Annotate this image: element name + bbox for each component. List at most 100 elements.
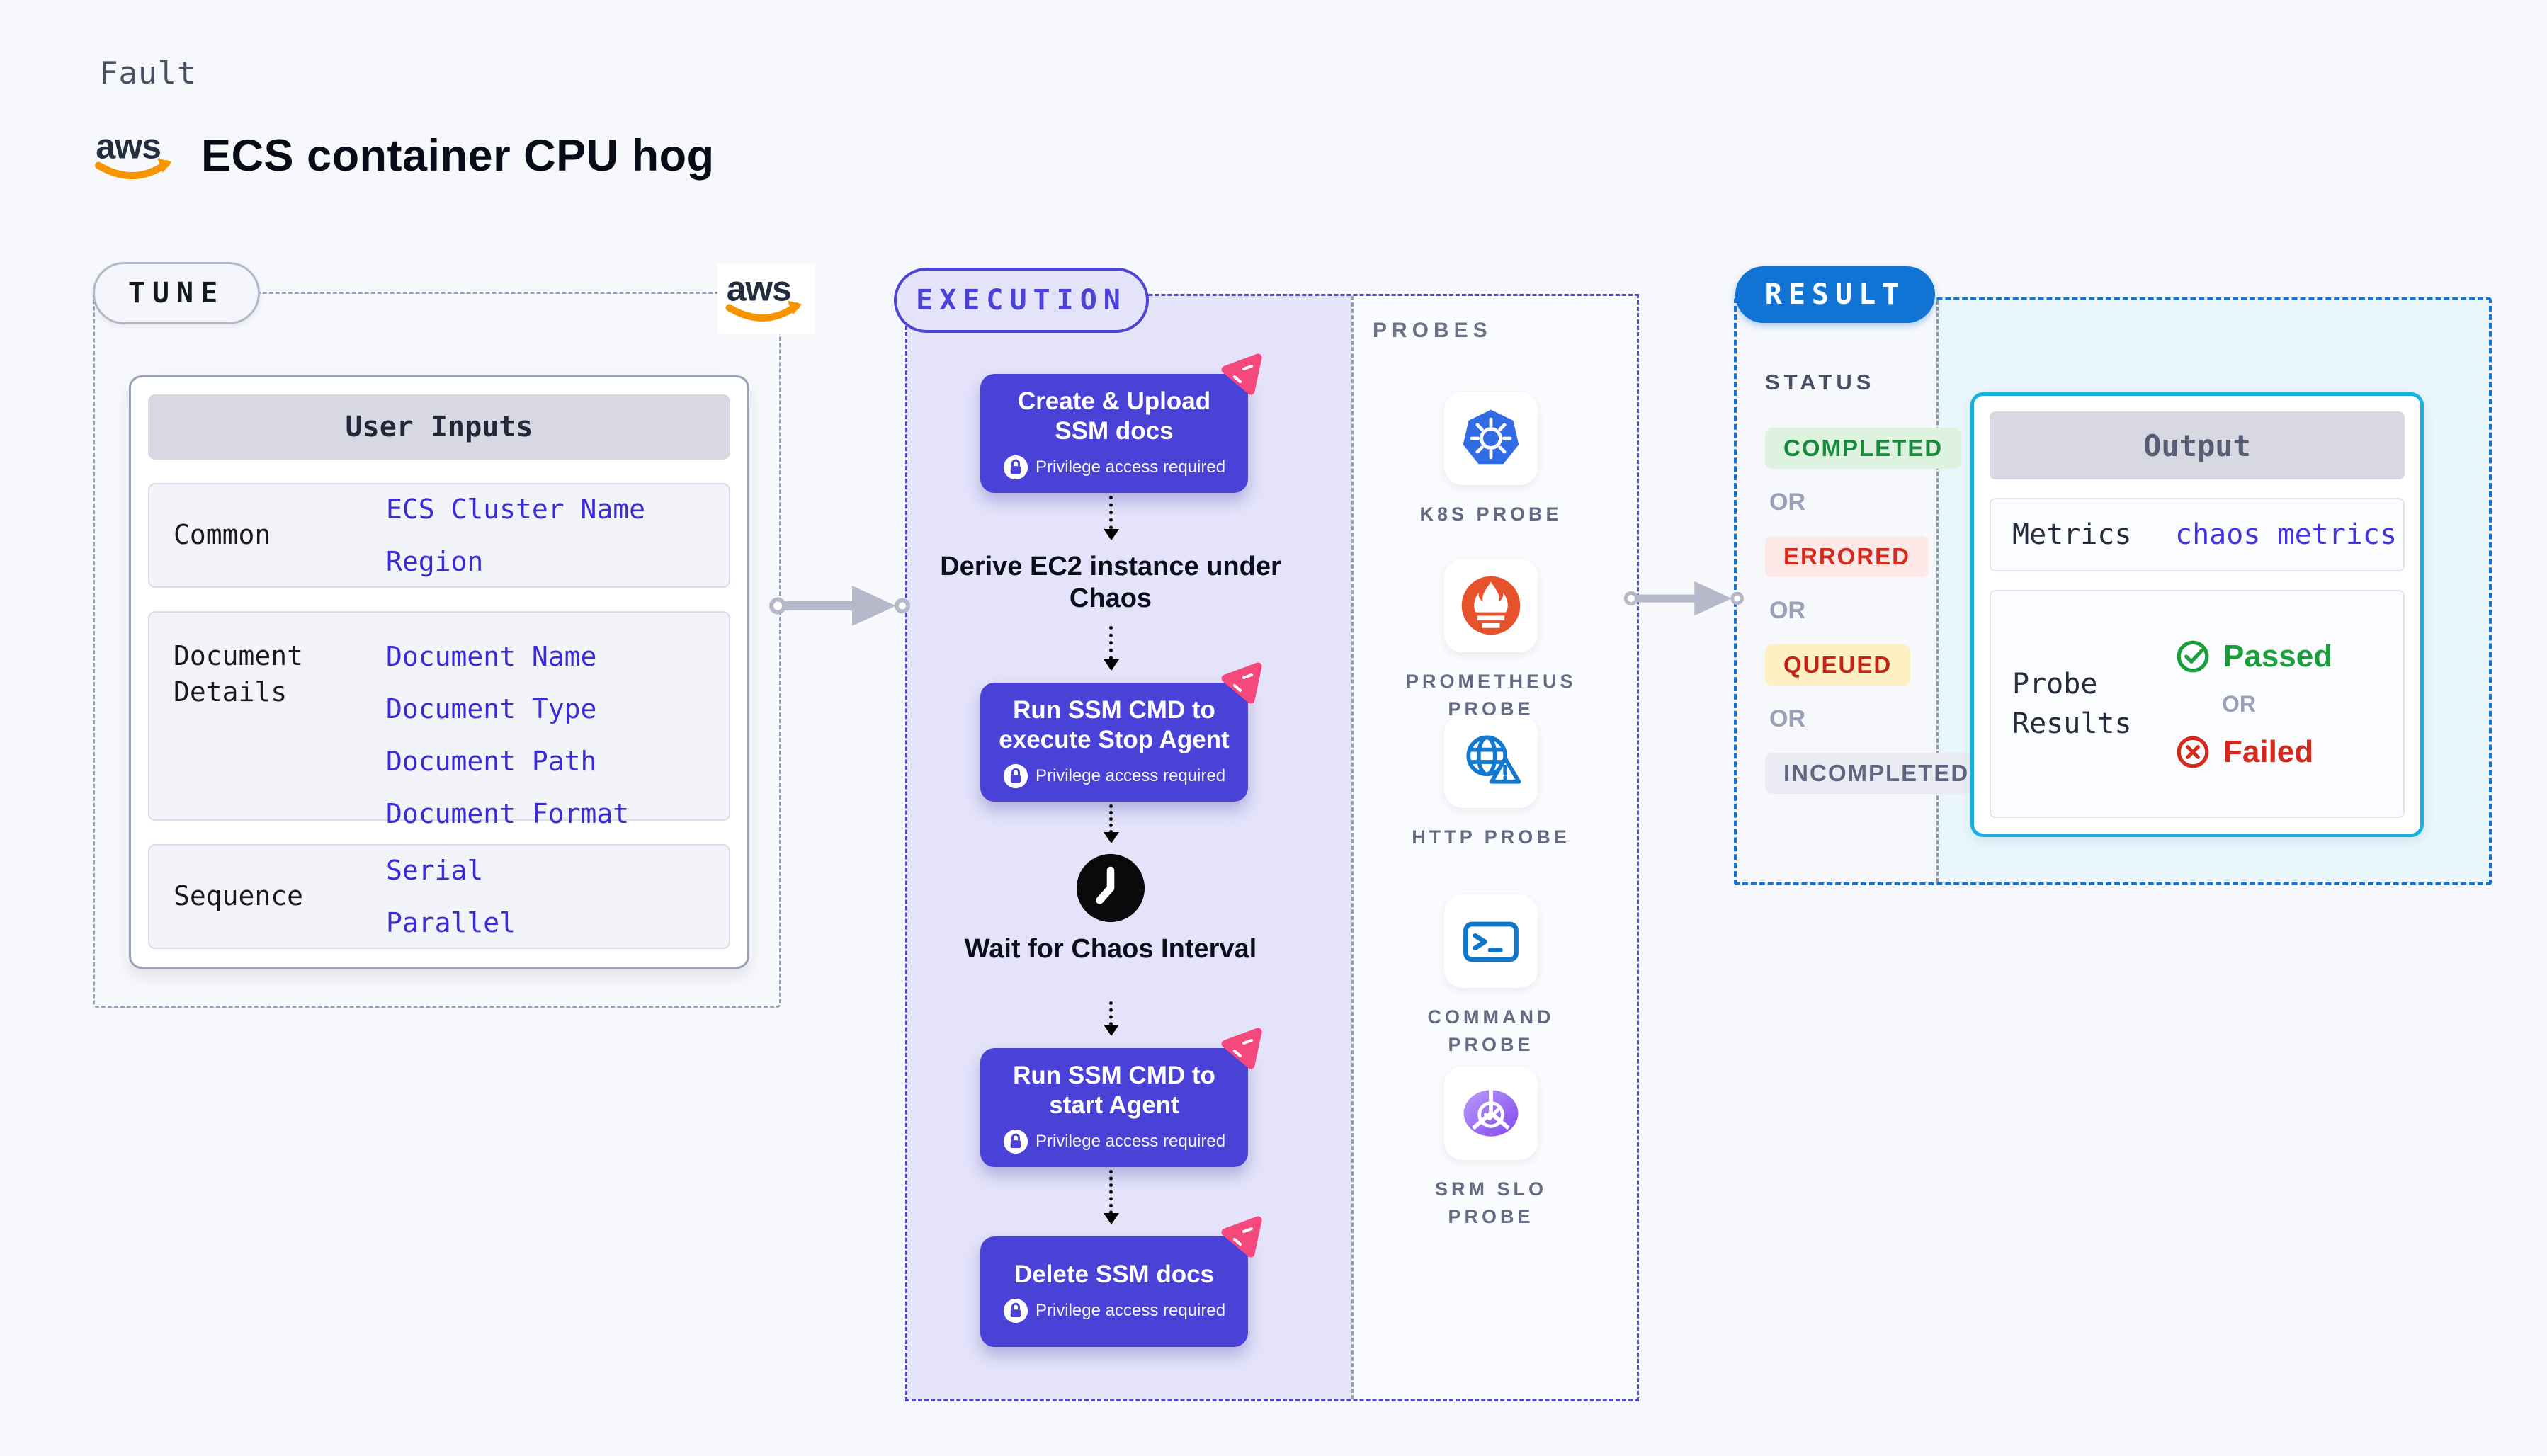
status-or: OR [1769, 705, 1805, 732]
probe-result-failed: Failed [2175, 734, 2332, 770]
probe-result-passed: Passed [2175, 639, 2332, 674]
flow-arrow-down [1104, 804, 1119, 843]
output-card: Output Metrics chaos metrics Probe Resul… [1970, 392, 2424, 837]
row-label: Common [174, 519, 271, 551]
probe-label: SRM SLO PROBE [1434, 1178, 1547, 1228]
aws-logo: aws [725, 271, 802, 322]
user-inputs-header: User Inputs [148, 394, 730, 460]
status-or: OR [1769, 489, 1805, 516]
status-or: OR [1769, 597, 1805, 624]
tune-section [93, 292, 781, 1008]
flow-arrow-down [1104, 626, 1119, 671]
probe-command: COMMAND PROBE [1349, 894, 1633, 1059]
chaos-experiment-icon [1221, 353, 1262, 395]
status-badge-incompleted: INCOMPLETED [1765, 753, 1988, 794]
step-title: Create & Upload SSM docs [1017, 387, 1211, 445]
chaos-experiment-icon [1221, 662, 1262, 704]
metrics-label: Metrics [2012, 518, 2132, 551]
probe-srm-slo: SRM SLO PROBE [1349, 1067, 1633, 1231]
aws-smile-arrow [157, 158, 172, 173]
chaos-experiment-icon [1221, 1028, 1262, 1069]
privilege-badge-text: Privilege access required [1035, 766, 1226, 785]
lock-icon [1003, 1129, 1028, 1154]
status-badge-errored: ERRORED [1765, 536, 1929, 577]
terminal-icon [1463, 921, 1519, 962]
probe-card [1444, 559, 1538, 652]
table-row-common: Common ECS Cluster Name Region [148, 483, 730, 588]
step-title: Run SSM CMD to execute Stop Agent [999, 696, 1230, 753]
aws-smile-arrow [788, 300, 802, 315]
kubernetes-icon [1463, 409, 1519, 465]
passed-text: Passed [2223, 638, 2333, 673]
execution-to-result-arrow [1623, 581, 1744, 616]
flow-arrow-down [1104, 1001, 1119, 1036]
probe-http: HTTP PROBE [1349, 715, 1633, 851]
privilege-badge: Privilege access required [1003, 763, 1225, 789]
probe-results-label: Probe Results [2012, 668, 2132, 740]
chaos-experiment-icon [1221, 1216, 1262, 1258]
lock-icon [1003, 763, 1028, 789]
tune-pill: TUNE [93, 262, 260, 324]
flow-arrow-down [1104, 1170, 1119, 1224]
row-value: Region [386, 546, 484, 577]
probe-label: HTTP PROBE [1412, 826, 1570, 848]
row-value: ECS Cluster Name [386, 494, 646, 525]
step-run-ssm-start-agent: Run SSM CMD to start Agent Privilege acc… [980, 1028, 1262, 1167]
step-title: Delete SSM docs [1014, 1261, 1215, 1288]
flow-arrow-down [1104, 496, 1119, 540]
row-value: Parallel [386, 907, 516, 938]
lock-icon [1003, 455, 1028, 480]
execution-pill: EXECUTION [894, 268, 1149, 333]
step-run-ssm-stop-agent: Run SSM CMD to execute Stop Agent Privil… [980, 662, 1262, 802]
aws-smile-icon [725, 302, 800, 322]
row-value: Document Path [386, 746, 597, 777]
x-circle-icon [2177, 736, 2209, 768]
privilege-badge: Privilege access required [1003, 455, 1225, 480]
probe-card [1444, 1067, 1538, 1160]
status-badge-queued: QUEUED [1765, 644, 1911, 686]
step-derive-ec2-label: Derive EC2 instance under Chaos [940, 552, 1281, 613]
table-row-sequence: Sequence Serial Parallel [148, 844, 730, 949]
row-value: Document Format [386, 798, 630, 829]
http-globe-icon [1466, 735, 1521, 784]
probe-label: COMMAND PROBE [1427, 1006, 1555, 1056]
table-row-document-details: Document Details Document Name Document … [148, 611, 730, 829]
output-header: Output [1990, 411, 2405, 479]
probe-card [1444, 894, 1538, 988]
fault-kicker: Fault [99, 55, 197, 91]
privilege-badge: Privilege access required [1003, 1129, 1225, 1154]
tune-aws-logo-patch: aws [717, 263, 815, 334]
aws-smile-icon [95, 160, 170, 180]
probe-label: PROMETHEUS PROBE [1406, 671, 1577, 720]
row-label: Sequence [174, 880, 304, 912]
aws-logo: aws [95, 127, 172, 180]
tune-to-execution-arrow [769, 586, 910, 626]
probe-prometheus: PROMETHEUS PROBE [1349, 559, 1633, 723]
privilege-badge-text: Privilege access required [1035, 1132, 1226, 1151]
metrics-row: Metrics chaos metrics [1990, 498, 2405, 571]
metrics-value: chaos metrics [2175, 518, 2398, 551]
probe-card [1444, 392, 1538, 485]
step-title: Run SSM CMD to start Agent [1013, 1062, 1215, 1119]
status-badge-completed: COMPLETED [1765, 428, 1962, 469]
row-label: Document Details [174, 640, 304, 708]
privilege-badge: Privilege access required [1003, 1298, 1225, 1324]
step-create-upload-ssm-docs: Create & Upload SSM docs Privilege acces… [980, 353, 1262, 493]
check-circle-icon [2177, 640, 2209, 672]
probe-result-or: OR [2222, 690, 2256, 717]
aws-logo-text: aws [727, 271, 791, 309]
probes-heading: PROBES [1373, 319, 1492, 342]
privilege-badge-text: Privilege access required [1035, 457, 1226, 477]
status-column: STATUS COMPLETED OR ERRORED OR QUEUED OR… [1765, 370, 1988, 794]
step-delete-ssm-docs: Delete SSM docs Privilege access require… [980, 1216, 1262, 1347]
aws-logo-text: aws [96, 127, 161, 166]
status-heading: STATUS [1765, 370, 1876, 394]
srm-slo-icon [1463, 1090, 1519, 1137]
prometheus-icon [1461, 576, 1521, 635]
probe-label: K8S PROBE [1419, 504, 1562, 525]
failed-text: Failed [2223, 734, 2314, 769]
page-title: ECS container CPU hog [201, 131, 715, 181]
lock-icon [1003, 1298, 1028, 1324]
row-value: Document Name [386, 641, 597, 672]
